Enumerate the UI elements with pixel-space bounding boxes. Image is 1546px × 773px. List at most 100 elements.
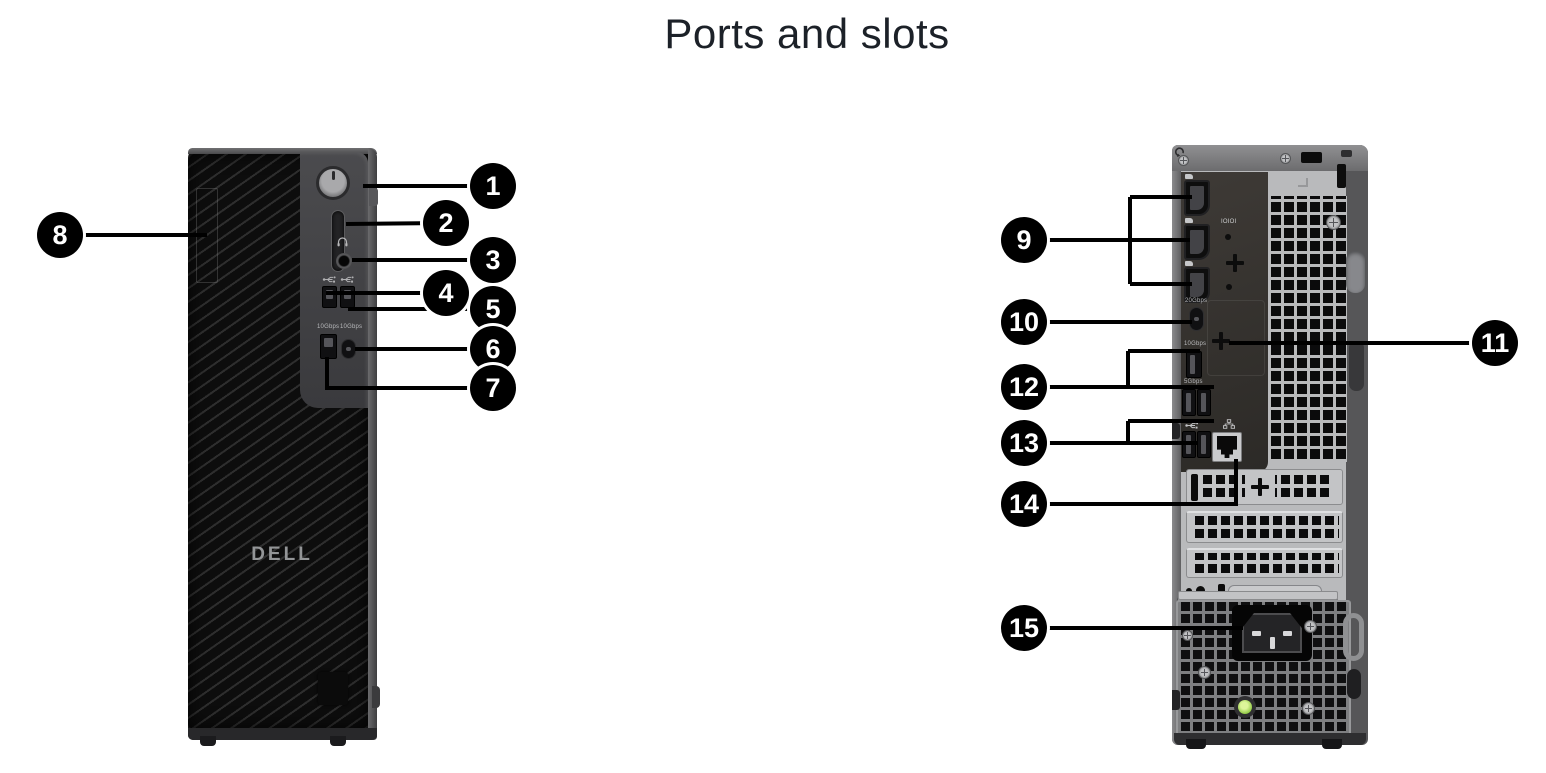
side-tab [369,188,378,206]
knockout-screw-hole [1225,234,1231,240]
usb-5g-speed-label: 5Gbps [1184,379,1203,385]
usb-2-port-left [1182,431,1196,458]
edge-notch [1172,690,1180,710]
back-base [1174,733,1366,745]
slot-vent [1191,553,1339,577]
power-pin [1270,637,1275,649]
displayport-2 [1184,224,1210,260]
edge-notch [1172,423,1180,439]
power-supply [1176,600,1351,736]
top-hook [1341,150,1352,157]
chassis-foot [330,736,346,746]
front-port-panel: 10Gbps 10Gbps [300,152,368,408]
usb-2-port-right [1197,431,1211,458]
ethernet-port [1212,432,1242,462]
callout-1-power-button: 1 [470,163,516,209]
chassis-dot [1196,586,1205,595]
side-latch [372,686,380,708]
callout-11-expansion-knockout: 11 [1472,320,1518,366]
expansion-slot-2 [1186,511,1343,543]
knockout-screw-hole [1226,284,1232,290]
usb-icon [1185,422,1199,429]
front-base [188,728,377,740]
callout-3-headset-jack: 3 [470,237,516,283]
page-title: Ports and slots [664,10,950,57]
displayport-icon [1185,218,1193,223]
callout-2-sd-card-slot: 2 [423,200,469,246]
back-view-tower: IOIOI 20Gbps 10Gbps 5Gbps [1172,145,1368,749]
front-top-rim [188,148,377,154]
lock-slot [1218,584,1225,595]
headset-jack [336,253,352,269]
screw [1198,666,1211,679]
callout-15-power-connector: 15 [1001,605,1047,651]
slot-opening [1191,474,1198,501]
usb-port-top-right [340,286,355,308]
usb-c-port-rear [1189,307,1204,331]
expansion-slot-1 [1186,469,1343,505]
chassis-vent-grid [1268,196,1347,462]
callout-4-usb-port-top-left: 4 [423,270,469,316]
slot-vent [1191,516,1339,542]
screw [1326,215,1341,230]
alignment-mark [1298,178,1308,187]
expansion-knockout [1212,332,1230,350]
usb-port-top-left [322,286,337,308]
callout-8-slim-drive-bay: 8 [37,212,83,258]
usb-icon [322,276,336,283]
side-handle [1346,251,1365,293]
service-tag-label [318,672,348,705]
usb-c-port-front [341,339,356,359]
screw [1304,620,1317,633]
callout-10-usb-c-port-rear: 10 [1001,299,1047,345]
callout-6-usb-c-port-front: 6 [470,326,516,372]
callout-9-displayports: 9 [1001,217,1047,263]
release-arrow-icon [1174,147,1185,157]
callout-5-usb-port-top-right: 5 [470,286,516,332]
screw [1280,153,1291,164]
chassis-foot [1186,739,1206,749]
slim-drive-bay [196,188,218,283]
headset-icon [337,237,348,247]
callout-13-usb-2-ports-rear: 13 [1001,420,1047,466]
displayport-1 [1184,180,1210,216]
usb-10g-speed-label: 10Gbps [1184,341,1207,347]
usb-speed-label: 10Gbps [317,324,340,330]
usb-icon [340,276,354,283]
ethernet-jack [1217,436,1237,458]
usb-port-10gbps [1186,351,1202,378]
thumbscrew [1347,669,1361,699]
screw [1178,155,1189,166]
power-pin [1252,631,1261,636]
slot-plus-mark [1251,478,1269,496]
usb-speed-label: 10Gbps [340,324,363,330]
back-top-edge [1172,145,1368,171]
padlock-ring [1343,613,1364,661]
chassis-foot [200,736,216,746]
screw [1182,630,1193,641]
front-view-tower: 10Gbps 10Gbps DELL [188,148,380,746]
usb-port-front-bottom [320,334,337,359]
front-side-edge [368,148,377,740]
side-recess [1349,341,1364,391]
screw [1302,702,1315,715]
displayport-icon [1185,174,1193,179]
callout-7-usb-port-front-bottom: 7 [470,365,516,411]
knockout-plus-mark [1226,254,1244,272]
usb-port-5gbps-left [1182,389,1196,416]
power-connector [1232,605,1312,661]
ethernet-icon [1223,419,1235,429]
top-slot [1301,152,1322,163]
power-button [316,166,350,200]
power-pin [1283,631,1292,636]
back-left-edge [1172,145,1181,745]
dell-logo: DELL [251,544,313,565]
psu-diagnostic-light [1234,696,1256,718]
chassis-foot [1322,739,1342,749]
serial-port-label: IOIOI [1221,219,1237,225]
psu-led [1238,700,1252,714]
psu-latch [1178,591,1338,600]
usb-port-5gbps-right [1197,389,1211,416]
callout-12-usb-a-ports-rear: 12 [1001,364,1047,410]
